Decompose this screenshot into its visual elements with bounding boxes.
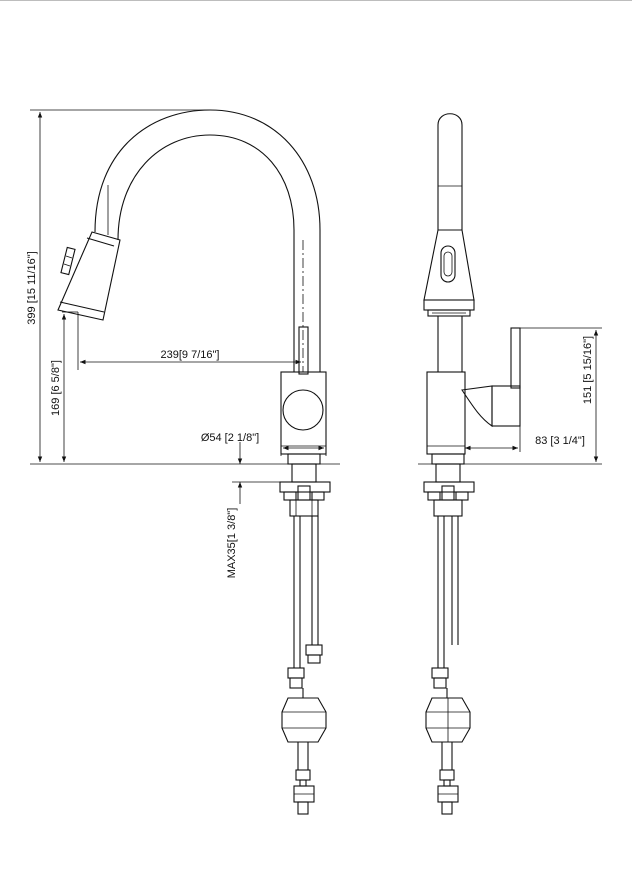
side-counterweight [425,697,471,770]
side-supply-hoses [431,516,459,698]
side-mounting-hardware [423,463,475,517]
front-spout-outer [94,109,321,372]
reach-label: 239[9 7/16"] [161,349,220,361]
front-hose-connector [293,769,315,815]
front-spout-inner [117,134,295,372]
base-diameter-label: Ø54 [2 1/8"] [201,432,259,444]
side-spout [437,113,463,230]
side-view [418,113,602,815]
front-mounting-hardware [279,463,331,517]
side-depth-label: 83 [3 1/4"] [535,435,585,447]
front-view [30,109,340,815]
front-body [280,371,327,465]
max-deck-label: MAX35[1 3/8"] [226,508,238,579]
top-border [0,0,632,1]
handle-height-label: 169 [6 5/8"] [50,360,62,416]
front-spray-head [57,231,121,321]
side-handle [461,327,521,428]
front-counterweight [281,697,327,770]
side-body [426,371,466,465]
side-hose-connector [437,769,459,815]
side-handle-height-label: 151 [5 15/16"] [582,336,594,404]
front-supply-hoses [287,516,323,698]
side-spray-head [423,229,475,317]
front-handle-lever [298,326,309,375]
total-height-label: 399 [15 11/16"] [26,251,38,324]
